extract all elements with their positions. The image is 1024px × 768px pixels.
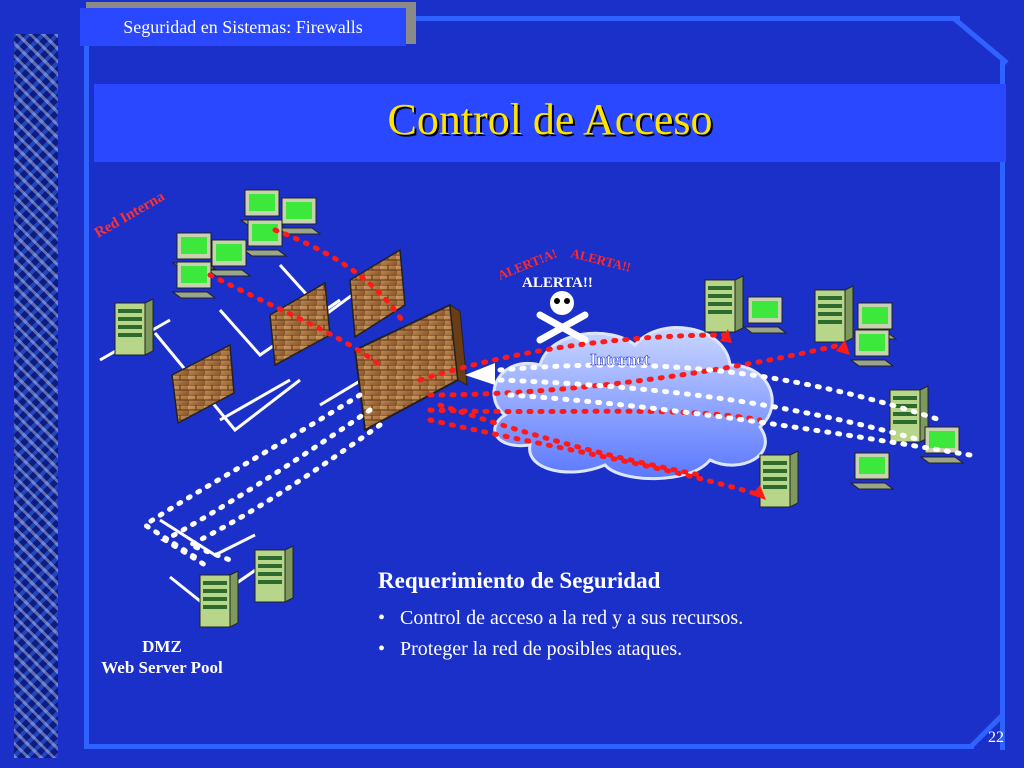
slide-title: Control de Acceso	[387, 95, 713, 144]
alert-label: ALERTA!!	[569, 245, 632, 274]
skull-crossbones-icon	[536, 291, 589, 344]
requirement-heading: Requerimiento de Seguridad	[378, 568, 661, 593]
gateway-arrow-icon	[465, 363, 495, 385]
server-icon	[759, 450, 799, 508]
frame-line	[400, 16, 960, 21]
decorative-side-stripe	[14, 34, 58, 758]
computer-icon	[277, 197, 321, 235]
internet-label: Internet	[590, 350, 650, 369]
page-number: 22	[988, 729, 1004, 746]
dmz-label: DMZ Web Server Pool	[101, 637, 223, 677]
server-icon	[814, 285, 854, 343]
bullet-marker: •	[378, 638, 386, 660]
main-firewall	[353, 303, 468, 432]
computer-icon	[207, 239, 251, 277]
server-icon	[704, 275, 744, 333]
computer-icon	[743, 296, 787, 334]
internal-network-label: Red Interna	[92, 188, 168, 241]
bullet-marker: •	[378, 607, 386, 629]
header-tab: Seguridad en Sistemas: Firewalls	[80, 8, 406, 46]
firewall-wall	[269, 281, 331, 367]
title-bar	[94, 84, 1006, 162]
server-icon	[114, 298, 154, 356]
computer-icon	[243, 219, 287, 257]
bullet-item: •Control de acceso a la red y a sus recu…	[378, 607, 744, 629]
computer-icon	[172, 261, 216, 299]
bullet-item: •Proteger la red de posibles ataques.	[378, 638, 683, 660]
frame-line	[84, 30, 89, 748]
computer-icon	[920, 426, 964, 464]
computer-icon	[850, 452, 894, 490]
attack-traffic-lines	[207, 227, 843, 498]
computer-icon	[850, 329, 894, 367]
arrow-icon	[720, 329, 850, 500]
allowed-traffic-lines	[140, 362, 973, 568]
alert-label: ALERTA!!	[522, 275, 593, 291]
frame-line	[1000, 60, 1005, 750]
server-icon	[254, 545, 294, 603]
server-icon	[199, 570, 239, 628]
frame-line	[951, 16, 1009, 65]
network-diagram: Red Interna Internet ALERT!A! ALERTA!! A…	[92, 188, 973, 628]
firewall-wall	[171, 343, 235, 425]
frame-line	[84, 744, 974, 749]
